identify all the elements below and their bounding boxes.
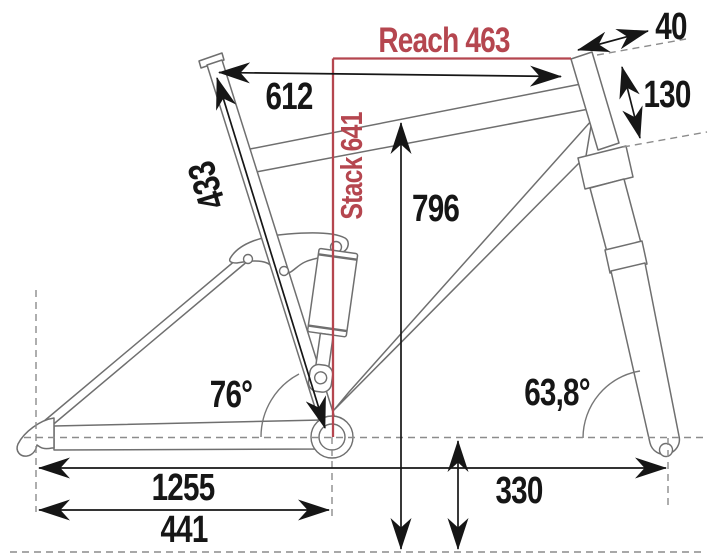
chainstay [53, 419, 323, 451]
top-tube-length-label: 612 [265, 76, 312, 118]
standover-height-label: 796 [412, 188, 459, 230]
head-tube-arrow [619, 66, 643, 139]
rocker-pivot-mid [278, 265, 290, 277]
fork-stanchion [589, 178, 642, 253]
seat-tube-angle-label: 76° [210, 374, 253, 416]
head-angle-arc [582, 370, 641, 439]
top-tube-arrow [218, 62, 562, 87]
head-tube [570, 51, 620, 151]
fork-crown [577, 145, 634, 190]
headtube-top-perpendicular [596, 38, 687, 56]
dashed-reference-lines [10, 38, 708, 553]
wheelbase-label: 1255 [152, 467, 215, 509]
rocker-pivot-rear [242, 253, 254, 265]
shock-shaft [315, 332, 334, 369]
headtube-bottom-perpendicular [622, 131, 708, 148]
seat-tube-arrow [216, 77, 326, 429]
reach-label: Reach 463 [378, 20, 510, 60]
fork-lower-leg [610, 262, 681, 456]
chainstay-length-label: 441 [160, 509, 207, 551]
down-tube [333, 119, 593, 411]
head-tube-angle-label: 63,8° [524, 372, 590, 414]
reach-stack-lines [331, 57, 571, 437]
seat-tube-length-label: 433 [180, 157, 234, 214]
seatpost-cap [198, 52, 225, 69]
dimension-labels: Reach 463 Stack 641 612 433 796 40 130 7… [152, 6, 692, 551]
spacer-arrow [577, 28, 649, 53]
dimension-arrows [38, 28, 667, 550]
head-tube-length-label: 130 [643, 74, 690, 116]
bb-height-label: 330 [495, 470, 542, 512]
spacer-stack-label: 40 [655, 6, 686, 48]
front-axle [658, 442, 674, 458]
stack-label: Stack 641 [334, 112, 368, 219]
